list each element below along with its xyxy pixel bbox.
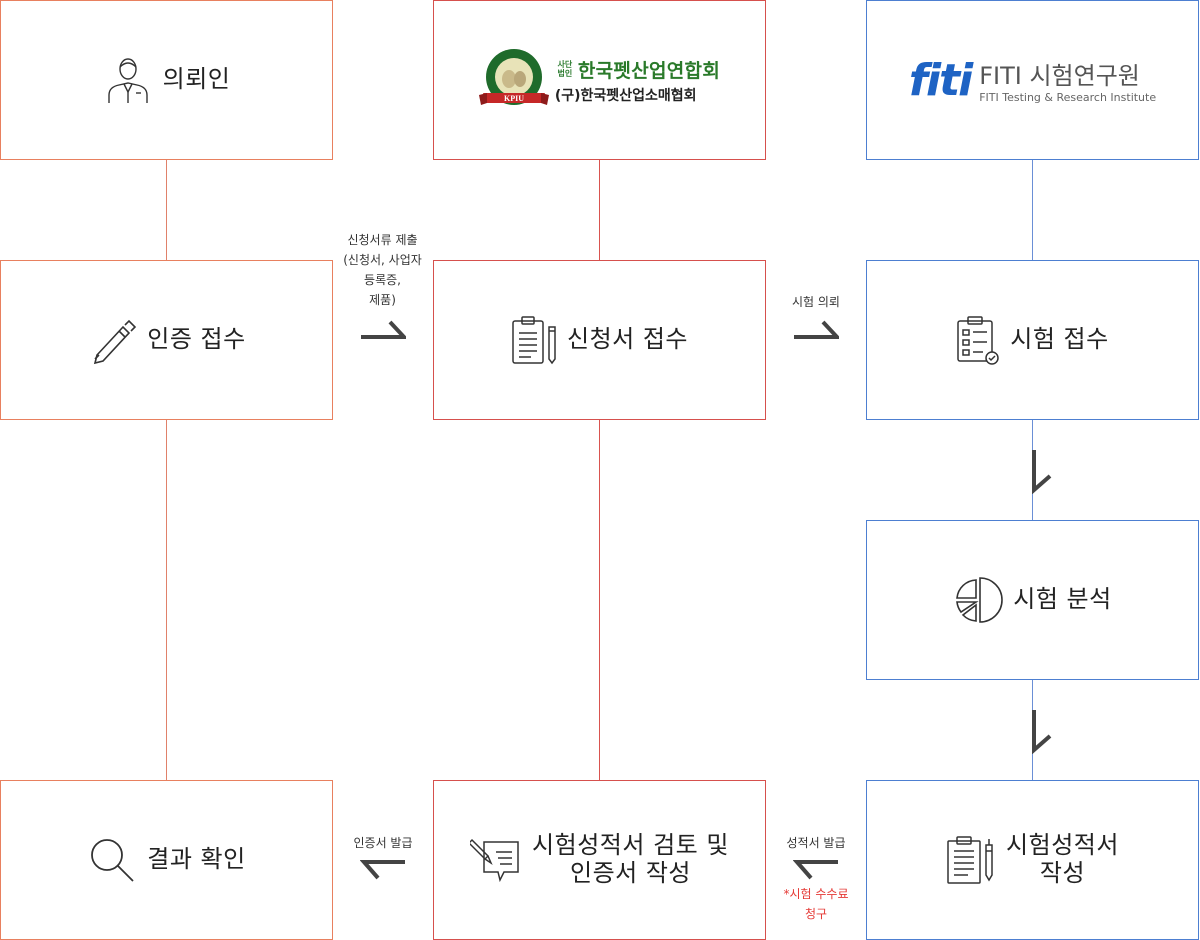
step-requester: 의뢰인 [0, 0, 333, 160]
document-pen-icon [946, 835, 996, 885]
kpiu-name: 한국펫산업연합회 [577, 59, 721, 82]
step-review: 시험성적서 검토 및 인증서 작성 [433, 780, 766, 940]
logo-box-fiti: fiti FITI 시험연구원 FITI Testing & Research … [866, 0, 1199, 160]
step-application-receipt: 신청서 접수 [433, 260, 766, 420]
step-label: 시험 접수 [1010, 325, 1109, 354]
pen-icon [87, 315, 137, 365]
arrow-right-icon [360, 320, 406, 340]
step-label: 시험 분석 [1013, 585, 1112, 614]
step-report-writing: 시험성적서 작성 [866, 780, 1199, 940]
step-test-analysis: 시험 분석 [866, 520, 1199, 680]
note-test-request: 시험 의뢰 [792, 295, 840, 309]
step-label: 시험성적서 검토 및 인증서 작성 [532, 831, 729, 887]
magnifier-icon [87, 835, 137, 885]
connector-col2 [599, 160, 600, 780]
arrow-down-icon [1030, 448, 1054, 494]
document-edit-icon [470, 836, 522, 884]
connector-col1 [166, 160, 167, 780]
arrow-left-icon [793, 858, 839, 882]
arrow-down-icon [1030, 708, 1054, 754]
arrow-left-icon [360, 858, 406, 882]
fiti-sub: FITI Testing & Research Institute [979, 91, 1157, 104]
step-label: 신청서 접수 [566, 325, 689, 354]
kpiu-emblem-icon: KPIU [478, 49, 549, 105]
step-test-receipt: 시험 접수 [866, 260, 1199, 420]
checklist-icon [956, 315, 1000, 365]
kpiu-former-name: (구)한국펫산업소매협회 [554, 87, 697, 104]
note-report-issue: 성적서 발급 [786, 836, 846, 850]
step-cert-receipt: 인증 접수 [0, 260, 333, 420]
clipboard-pen-icon [511, 315, 557, 365]
step-label: 의뢰인 [162, 65, 231, 94]
kpiu-logo: KPIU 사단 법인 한국펫산업연합회 (구)한국펫산업소매협회 [478, 47, 721, 113]
note-submit-docs: 신청서류 제출 (신청서, 사업자 등록증, 제품) [343, 233, 422, 307]
fiti-logo: fiti FITI 시험연구원 FITI Testing & Research … [909, 55, 1156, 106]
fiti-mark: fiti [908, 54, 973, 106]
step-result-check: 결과 확인 [0, 780, 333, 940]
arrow-right-icon [793, 320, 839, 340]
fiti-name: FITI 시험연구원 [979, 62, 1140, 90]
note-fee-request: *시험 수수료 청구 [783, 887, 849, 921]
person-icon [103, 55, 153, 105]
logo-box-kpiu: KPIU 사단 법인 한국펫산업연합회 (구)한국펫산업소매협회 [433, 0, 766, 160]
step-label: 결과 확인 [147, 845, 246, 874]
step-label: 시험성적서 작성 [1006, 831, 1119, 887]
kpiu-prefix: 사단 법인 [557, 60, 573, 78]
note-cert-issue: 인증서 발급 [353, 836, 413, 850]
kpiu-badge-text: KPIU [504, 94, 524, 103]
step-label: 인증 접수 [147, 325, 246, 354]
pie-chart-icon [953, 575, 1004, 625]
